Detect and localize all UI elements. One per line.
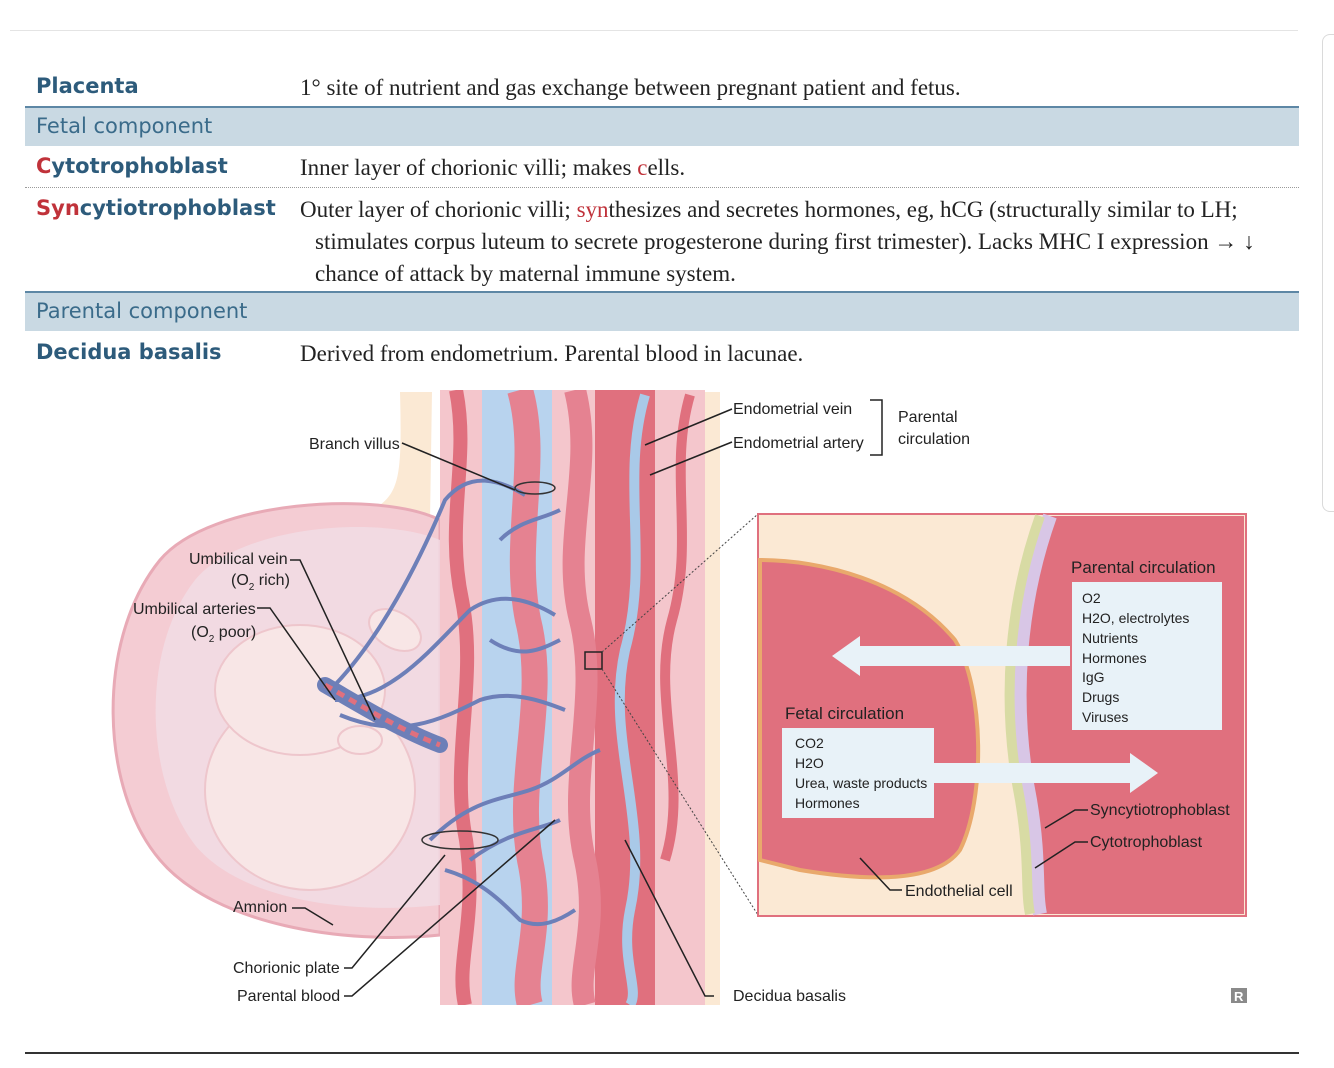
placenta-illustration: Branch villus Endometrial vein Endometri… [111, 390, 1247, 1005]
desc-syncytiotrophoblast: Outer layer of chorionic villi; synthesi… [300, 197, 1255, 286]
parental-item: Viruses [1082, 709, 1128, 725]
parental-item: Nutrients [1082, 630, 1138, 646]
label-umbilical-vein: Umbilical vein [189, 551, 288, 568]
magnify-box [584, 651, 603, 670]
label-parental-circulation-1: Parental [898, 409, 958, 426]
band-label: Fetal component [36, 114, 213, 138]
parental-item: IgG [1082, 669, 1105, 685]
row-divider [25, 187, 1299, 188]
label-endothelial-cell: Endothelial cell [905, 883, 1013, 900]
term-decidua-basalis: Decidua basalis [36, 340, 222, 364]
label-chorionic-plate: Chorionic plate [233, 960, 340, 977]
cytotrophoblast-row: Cytotrophoblast Inner layer of chorionic… [25, 150, 1299, 184]
fetal-item: CO2 [795, 735, 824, 751]
rx-logo [1231, 988, 1247, 1003]
desc-decidua-basalis: Derived from endometrium. Parental blood… [300, 341, 804, 366]
villous-tree [328, 478, 601, 927]
placenta-row: Placenta 1° site of nutrient and gas exc… [25, 72, 1299, 106]
band-fetal-component: Fetal component [25, 106, 1299, 146]
label-decidua-basalis: Decidua basalis [733, 988, 846, 1005]
fetal-item: Urea, waste products [795, 775, 927, 791]
label-branch-villus: Branch villus [309, 436, 400, 453]
fetal-item: Hormones [795, 795, 860, 811]
arrow-to-fetal [832, 636, 1070, 676]
label-syncytiotrophoblast: Syncytiotrophoblast [1090, 802, 1230, 819]
band-label: Parental component [36, 299, 248, 323]
label-fetal-circulation: Fetal circulation [785, 704, 904, 723]
label-endometrial-artery: Endometrial artery [733, 435, 864, 452]
zoom-line-top [601, 513, 759, 653]
label-cytotrophoblast: Cytotrophoblast [1090, 834, 1203, 851]
label-umbilical-arteries-o2: (O2 poor) [191, 624, 256, 645]
label-endometrial-vein: Endometrial vein [733, 401, 852, 418]
arrow-to-parental [934, 753, 1158, 793]
term-placenta: Placenta [36, 74, 139, 98]
parental-item: O2 [1082, 590, 1101, 606]
label-parental-blood: Parental blood [237, 988, 340, 1005]
label-umbilical-arteries: Umbilical arteries [133, 601, 256, 618]
parental-item: Hormones [1082, 650, 1147, 666]
parental-item: H2O, electrolytes [1082, 610, 1189, 626]
band-parental-component: Parental component [25, 291, 1299, 331]
label-parental-circulation-2: circulation [898, 431, 970, 448]
fetal-item: H2O [795, 755, 824, 771]
chorionic-plate-ring [421, 830, 499, 850]
label-parental-circulation-inset: Parental circulation [1071, 558, 1216, 577]
fetus [204, 608, 422, 891]
zoom-line-bottom [601, 668, 759, 916]
decidua-basalis-row: Decidua basalis Derived from endometrium… [25, 336, 1299, 370]
bottom-divider [25, 1052, 1299, 1054]
label-umbilical-vein-o2: (O2 rich) [231, 572, 290, 593]
umbilical-cord-tissue [380, 392, 432, 520]
syncytiotrophoblast-row: Syncytiotrophoblast Outer layer of chori… [25, 192, 1299, 292]
desc-placenta: 1° site of nutrient and gas exchange bet… [300, 75, 961, 100]
parental-item: Drugs [1082, 689, 1119, 705]
term-cytotrophoblast: Cytotrophoblast [36, 154, 228, 178]
label-amnion: Amnion [233, 899, 287, 916]
term-syncytiotrophoblast: Syncytiotrophoblast [36, 196, 276, 220]
rx-logo-letter: R [1234, 989, 1244, 1004]
scrollbar[interactable] [1322, 34, 1334, 512]
top-divider [10, 30, 1298, 31]
desc-cytotrophoblast: Inner layer of chorionic villi; makes ce… [300, 155, 686, 180]
exchange-inset [757, 513, 1247, 917]
branch-villus-ring [514, 481, 556, 495]
leader-lines [257, 399, 1088, 997]
